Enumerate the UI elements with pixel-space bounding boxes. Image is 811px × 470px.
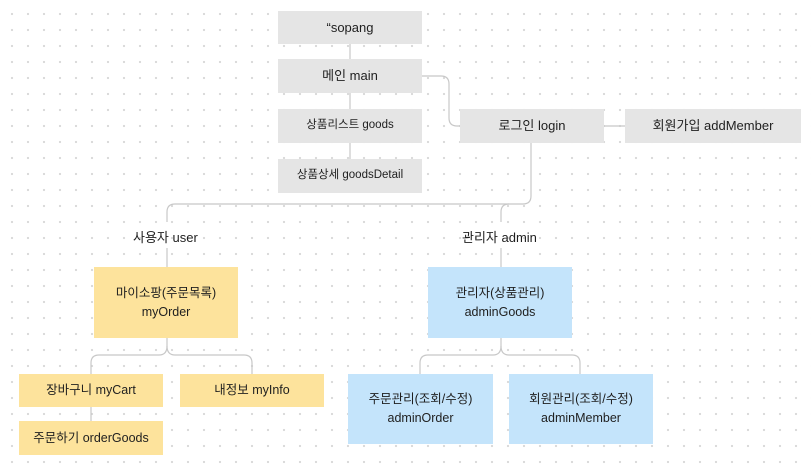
node-sopang-label: “sopang — [326, 19, 374, 35]
node-admin-goods[interactable]: 관리자(상품관리) adminGoods — [428, 267, 572, 338]
node-my-order[interactable]: 마이소팡(주문목록) myOrder — [94, 267, 238, 338]
node-admin-member[interactable]: 회원관리(조회/수정) adminMember — [509, 374, 653, 444]
node-admin-order[interactable]: 주문관리(조회/수정) adminOrder — [348, 374, 493, 444]
node-admin-order-id: adminOrder — [387, 411, 454, 425]
node-add-member-label: 회원가입 addMember — [652, 118, 774, 134]
node-admin-member-id: adminMember — [541, 411, 621, 425]
node-admin-member-title: 회원관리(조회/수정) — [529, 392, 633, 407]
node-admin-goods-id: adminGoods — [464, 304, 536, 319]
node-goods-detail[interactable]: 상품상세 goodsDetail — [278, 159, 422, 193]
node-my-order-id: myOrder — [141, 304, 191, 319]
node-my-info-label: 내정보 myInfo — [214, 383, 290, 398]
node-add-member[interactable]: 회원가입 addMember — [625, 109, 801, 143]
node-goods-list[interactable]: 상품리스트 goods — [278, 109, 422, 143]
node-login-label: 로그인 login — [498, 118, 566, 134]
node-order-goods[interactable]: 주문하기 orderGoods — [19, 421, 163, 455]
node-admin-order-title: 주문관리(조회/수정) — [368, 392, 473, 407]
connector-main-login — [422, 75, 460, 127]
connector-admingoods-adminorder — [419, 338, 502, 374]
node-main-label: 메인 main — [322, 68, 378, 84]
connector-myorder-mycart — [90, 338, 168, 374]
node-goods-list-label: 상품리스트 goods — [306, 119, 394, 132]
connector-login-admin — [500, 203, 510, 222]
node-order-goods-label: 주문하기 orderGoods — [33, 430, 149, 445]
node-sopang[interactable]: “sopang — [278, 11, 422, 44]
node-goods-detail-label: 상품상세 goodsDetail — [296, 169, 404, 182]
user-group-label: 사용자 user — [133, 230, 198, 245]
connector-login-user — [166, 143, 532, 222]
node-my-cart-label: 장바구니 myCart — [46, 383, 136, 398]
node-my-cart[interactable]: 장바구니 myCart — [19, 374, 163, 407]
node-login[interactable]: 로그인 login — [460, 109, 604, 143]
node-my-info[interactable]: 내정보 myInfo — [180, 374, 324, 407]
connector-admingoods-adminmember — [500, 345, 581, 374]
node-admin-goods-title: 관리자(상품관리) — [455, 285, 545, 300]
node-my-order-title: 마이소팡(주문목록) — [115, 285, 217, 300]
admin-group-label: 관리자 admin — [462, 230, 537, 245]
connector-myorder-myinfo — [166, 345, 253, 374]
node-main[interactable]: 메인 main — [278, 59, 422, 93]
